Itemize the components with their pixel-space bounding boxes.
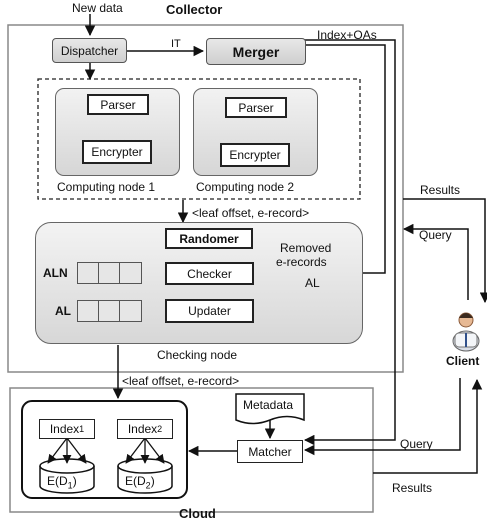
aln-list <box>77 262 142 284</box>
data-2-text: E(D <box>125 474 146 488</box>
collector-transfer-label: <leaf offset, e-record> <box>192 206 310 220</box>
randomer-box: Randomer <box>165 228 253 249</box>
checking-node-label: Checking node <box>157 348 238 362</box>
al-label: AL <box>55 304 71 318</box>
data-1-close: ) <box>72 474 77 488</box>
parser-box-2: Parser <box>225 97 287 118</box>
index-2-name: Index <box>127 422 158 436</box>
collector-title: Collector <box>166 2 223 17</box>
computing-node-1-label: Computing node 1 <box>57 180 156 194</box>
checker-box: Checker <box>165 262 254 285</box>
aln-label: ALN <box>43 266 68 280</box>
query-bottom-label: Query <box>400 437 433 451</box>
storage-frame <box>21 400 188 499</box>
updater-box: Updater <box>165 299 254 323</box>
computing-nodes-frame <box>37 78 361 200</box>
removed-label-line1: Removed <box>280 241 332 255</box>
cloud-transfer-label: <leaf offset, e-record> <box>122 374 240 388</box>
encrypter-box-1: Encrypter <box>82 140 152 164</box>
index-2-sub: 2 <box>157 424 163 434</box>
encrypter-box-2: Encrypter <box>220 143 290 167</box>
client-avatar-icon <box>452 312 480 352</box>
data-2-close: ) <box>150 474 155 488</box>
client-label: Client <box>446 354 480 368</box>
computing-node-2-label: Computing node 2 <box>196 180 295 194</box>
merger-box: Merger <box>206 38 306 65</box>
data-2-sub: 2 <box>145 480 151 491</box>
index-oas-label: Index+OAs <box>317 28 377 42</box>
data-1-text: E(D <box>47 474 68 488</box>
encrypted-data-2-label: E(D2) <box>125 474 155 492</box>
results-bottom-label: Results <box>392 481 433 495</box>
removed-label-line3: AL <box>305 276 320 290</box>
query-top-label: Query <box>419 228 452 242</box>
encrypted-data-1-label: E(D1) <box>47 474 77 492</box>
index-1-sub: 1 <box>79 424 85 434</box>
dispatcher-box: Dispatcher <box>52 38 127 63</box>
al-list <box>77 300 142 322</box>
metadata-document-shape <box>235 393 305 425</box>
cloud-title: Cloud <box>179 506 216 521</box>
new-data-label: New data <box>72 1 123 15</box>
parser-box-1: Parser <box>87 94 149 115</box>
metadata-label: Metadata <box>243 398 294 412</box>
index-1-name: Index <box>49 422 80 436</box>
it-label: IT <box>171 38 181 50</box>
results-top-label: Results <box>420 183 461 197</box>
data-1-sub: 1 <box>67 480 73 491</box>
removed-label-line2: e-records <box>276 255 327 269</box>
matcher-box: Matcher <box>237 440 303 463</box>
